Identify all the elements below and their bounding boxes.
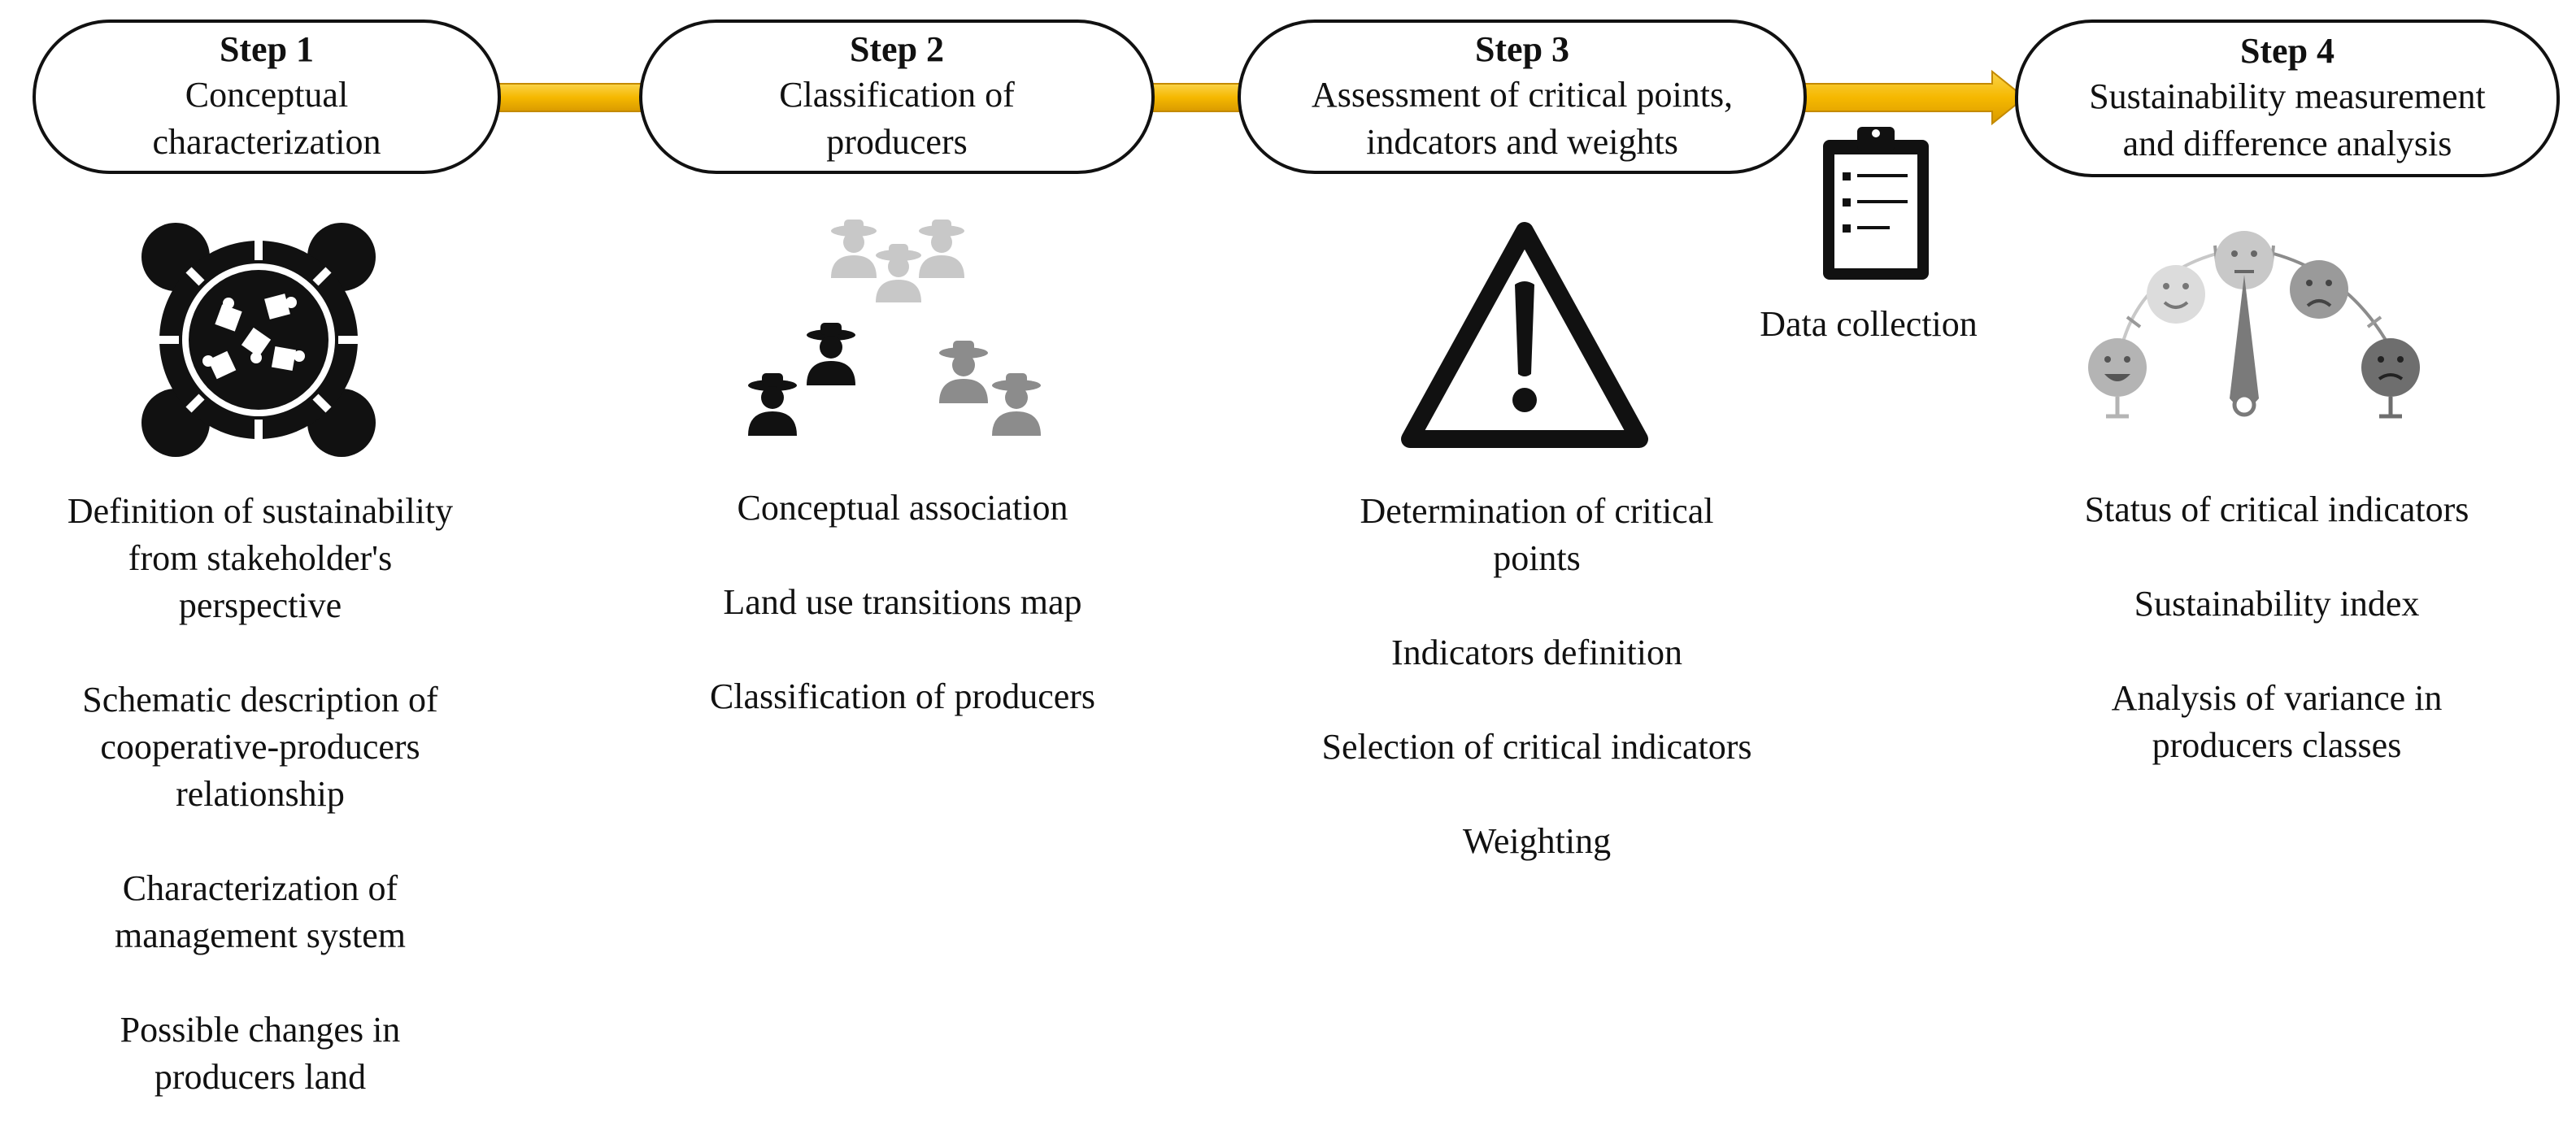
clipboard-checklist-icon: [1823, 127, 1929, 280]
step-2-items: Conceptual association Land use transiti…: [651, 485, 1155, 768]
step-1-item: Schematic description of cooperative-pro…: [82, 680, 438, 814]
arrow-step3-step4: [1796, 69, 2026, 126]
arrow-step2-step3: [1142, 83, 1249, 112]
satisfaction-gauge-icon: [2088, 231, 2420, 419]
step-2-title: Step 2: [849, 29, 945, 69]
step-1-subtitle: Conceptual characterization: [152, 75, 381, 162]
step-4-items: Status of critical indicators Sustainabi…: [2017, 486, 2537, 816]
arrow-step1-step2: [487, 83, 651, 112]
step-2-header: Step 2 Classification of producers: [639, 20, 1155, 174]
step-1-items: Definition of sustainability from stakeh…: [16, 488, 504, 1148]
process-arrows: [487, 69, 2026, 126]
puzzle-collaboration-icon: [141, 223, 376, 457]
step-3-subtitle: Assessment of critical points, indcators…: [1311, 75, 1734, 162]
step-1-item: Definition of sustainability from stakeh…: [67, 491, 454, 625]
face-very-happy: [2088, 338, 2147, 419]
step-3-header: Step 3 Assessment of critical points, in…: [1238, 20, 1807, 174]
step-4-item: Sustainability index: [2134, 584, 2420, 624]
step-3-item: Weighting: [1462, 821, 1612, 861]
step-3-item: Determination of critical points: [1360, 491, 1714, 578]
step-4-subtitle: Sustainability measurement and differenc…: [2089, 76, 2486, 163]
step-2-item: Classification of producers: [709, 676, 1096, 716]
face-neutral: [2215, 231, 2274, 289]
step-3-item: Selection of critical indicators: [1321, 727, 1752, 767]
step-1-item: Possible changes in producers land: [120, 1010, 401, 1097]
face-happy: [2147, 265, 2205, 324]
warning-triangle-icon: [1401, 222, 1648, 448]
face-very-sad: [2361, 338, 2420, 419]
step-3-title: Step 3: [1474, 29, 1570, 69]
step-1-title: Step 1: [219, 29, 315, 69]
gauge-needle: [2230, 275, 2259, 417]
data-collection-label: Data collection: [1760, 304, 1978, 344]
step-2-item: Conceptual association: [737, 488, 1068, 528]
step-4-title: Step 4: [2239, 31, 2335, 71]
farmers-group-icon: [748, 220, 1041, 436]
step-2-subtitle: Classification of producers: [779, 75, 1015, 162]
step-3-items: Determination of critical points Indicat…: [1268, 488, 1805, 912]
face-sad: [2290, 260, 2348, 319]
step-3-item: Indicators definition: [1390, 633, 1682, 672]
step-4-item: Analysis of variance in producers classe…: [2111, 678, 2443, 765]
step-1-header: Step 1 Conceptual characterization: [33, 20, 501, 174]
step-1-item: Characterization of management system: [114, 868, 406, 955]
step-4-header: Step 4 Sustainability measurement and di…: [2015, 20, 2560, 177]
step-2-item: Land use transitions map: [723, 582, 1082, 622]
step-4-item: Status of critical indicators: [2084, 489, 2469, 529]
